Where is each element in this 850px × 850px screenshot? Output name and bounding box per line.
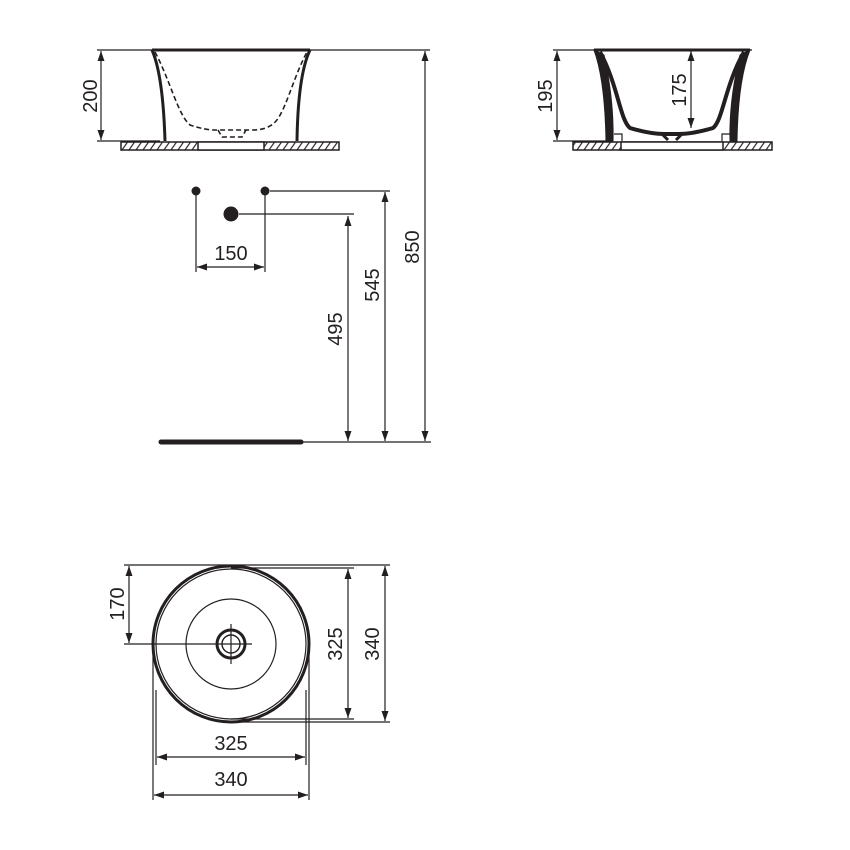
bowl-depth-label: 175 <box>669 73 691 106</box>
tap-spacing-label: 150 <box>214 243 247 265</box>
plan-view: 170 325 340 325 340 <box>107 564 390 800</box>
side-section-view: 195 175 <box>535 48 773 151</box>
basin-right-wall <box>295 49 312 142</box>
right-supply-point-icon <box>260 186 270 196</box>
inner-width-label: 325 <box>214 733 247 755</box>
side-bowl-profile <box>598 51 746 136</box>
waste-height-label: 495 <box>325 312 347 345</box>
worktop-height-label: 850 <box>402 230 424 263</box>
installation-heights: 150 495 545 850 <box>158 51 431 445</box>
front-view: 200 <box>80 48 430 151</box>
side-waste-outlet <box>660 132 684 142</box>
height-label: 200 <box>80 79 102 112</box>
worktop-cutout <box>197 141 265 151</box>
waste-point-icon <box>223 206 239 222</box>
side-fixing-brackets <box>614 133 730 141</box>
supply-height-label: 545 <box>362 268 384 301</box>
overall-height-label: 195 <box>535 79 557 112</box>
left-supply-point-icon <box>191 186 201 196</box>
basin-left-wall <box>150 49 167 142</box>
side-left-shell <box>593 48 614 142</box>
hidden-bowl-line <box>154 51 308 131</box>
side-worktop-cutout <box>620 141 724 151</box>
outer-depth-label: 340 <box>362 627 384 660</box>
side-right-shell <box>729 48 751 142</box>
inner-depth-label: 325 <box>325 627 347 660</box>
hidden-waste-outlet <box>217 129 247 138</box>
waste-offset-label: 170 <box>107 587 129 620</box>
outer-width-label: 340 <box>214 769 247 791</box>
